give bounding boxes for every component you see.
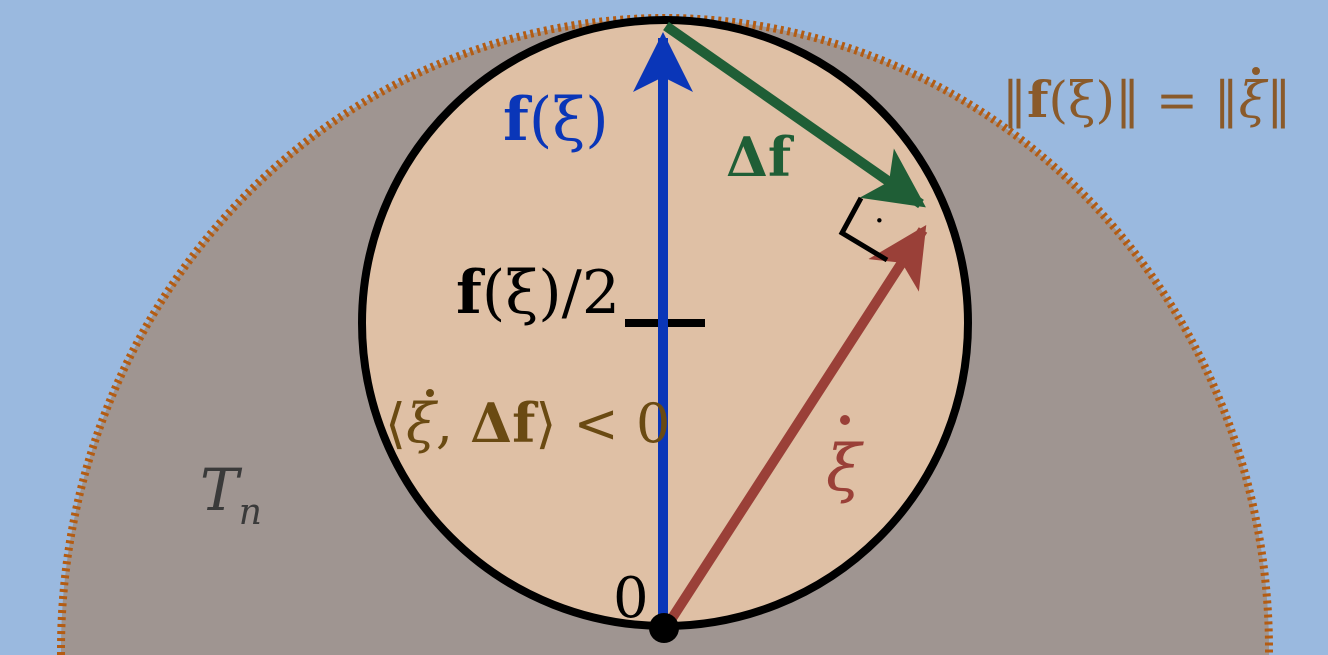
label-delta-f: Δf: [726, 125, 795, 189]
right-angle-dot: ·: [874, 201, 885, 241]
label-f-half: f(ξ)/2: [456, 258, 620, 328]
label-region-tn: Tn: [200, 456, 262, 533]
right-angle-marker: [838, 196, 889, 263]
xi-dot-accent: [840, 415, 850, 425]
label-origin: 0: [613, 566, 649, 631]
xi-dot-accent-norm: [1252, 67, 1260, 75]
origin-point: [649, 613, 679, 643]
delta-f-vector-arrow: [663, 21, 926, 209]
xi-dot-accent-inner: [426, 389, 434, 397]
xi-dot-vector-arrow: [662, 224, 928, 629]
label-xi-dot: ξ: [826, 432, 864, 506]
label-f-xi: f(ξ): [503, 85, 609, 155]
label-norm-equation: ‖f(ξ)‖ = ‖ξ‖: [1002, 70, 1291, 129]
label-inner-product: ⟨ξ, Δf⟩ < 0: [385, 391, 670, 455]
